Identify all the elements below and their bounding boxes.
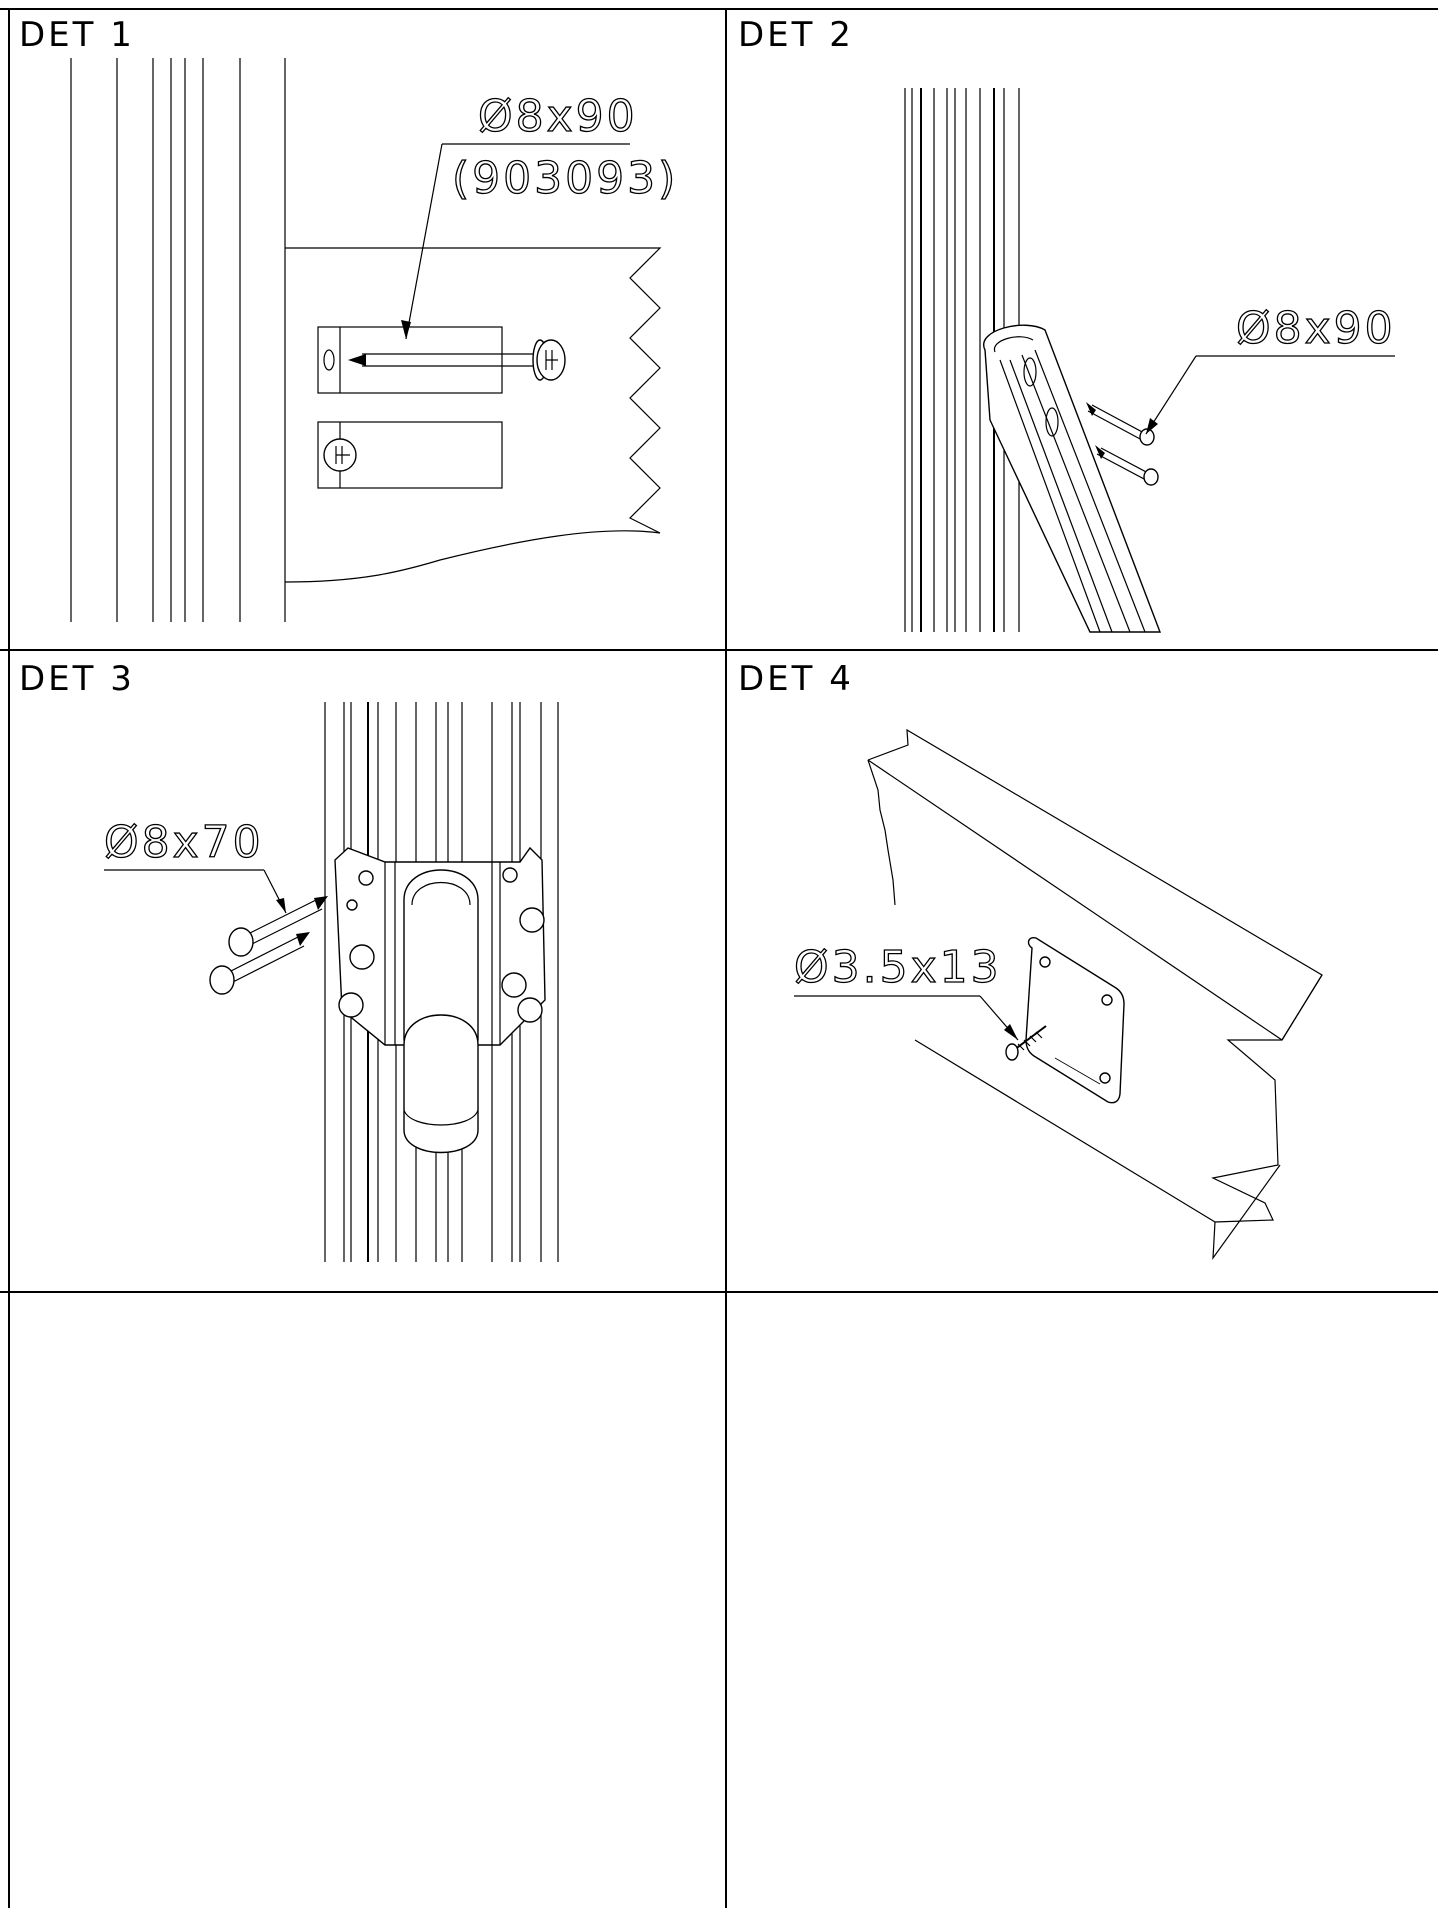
detail-1-panel: DET 1 bbox=[19, 15, 678, 622]
detail-3-panel: DET 3 bbox=[19, 659, 559, 1262]
detail-1-label: DET 1 bbox=[19, 15, 135, 55]
detail-1-leader bbox=[401, 143, 630, 340]
detail-3-leader bbox=[104, 869, 287, 914]
detail-2-panel: DET 2 bbox=[738, 15, 1396, 633]
detail-2-callout-bolt: Ø8x90 bbox=[1236, 303, 1396, 354]
detail-4-plate bbox=[1025, 936, 1125, 1104]
detail-4-leader bbox=[794, 995, 1019, 1041]
detail-3-label: DET 3 bbox=[19, 659, 135, 699]
detail-1-bolt bbox=[323, 339, 566, 472]
detail-1-callout-bolt: Ø8x90 bbox=[478, 91, 638, 142]
detail-3-bolts bbox=[209, 896, 328, 995]
detail-1-beam bbox=[284, 247, 662, 583]
detail-2-brace bbox=[983, 324, 1162, 633]
detail-1-post bbox=[70, 58, 286, 622]
detail-grid bbox=[0, 8, 1438, 1908]
detail-3-bracket bbox=[334, 846, 546, 1154]
detail-2-bolts bbox=[1086, 402, 1159, 486]
detail-1-callout-partno: (903093) bbox=[452, 153, 678, 204]
detail-2-label: DET 2 bbox=[738, 15, 854, 55]
detail-4-beam bbox=[867, 728, 1323, 1261]
detail-4-screw bbox=[1005, 1025, 1047, 1061]
detail-2-leader bbox=[1145, 355, 1395, 435]
detail-4-label: DET 4 bbox=[738, 659, 854, 699]
detail-4-callout-screw: Ø3.5x13 bbox=[794, 942, 1002, 993]
detail-4-panel: DET 4 Ø3.5x13 bbox=[738, 659, 1323, 1261]
detail-3-callout-bolt: Ø8x70 bbox=[104, 817, 264, 868]
